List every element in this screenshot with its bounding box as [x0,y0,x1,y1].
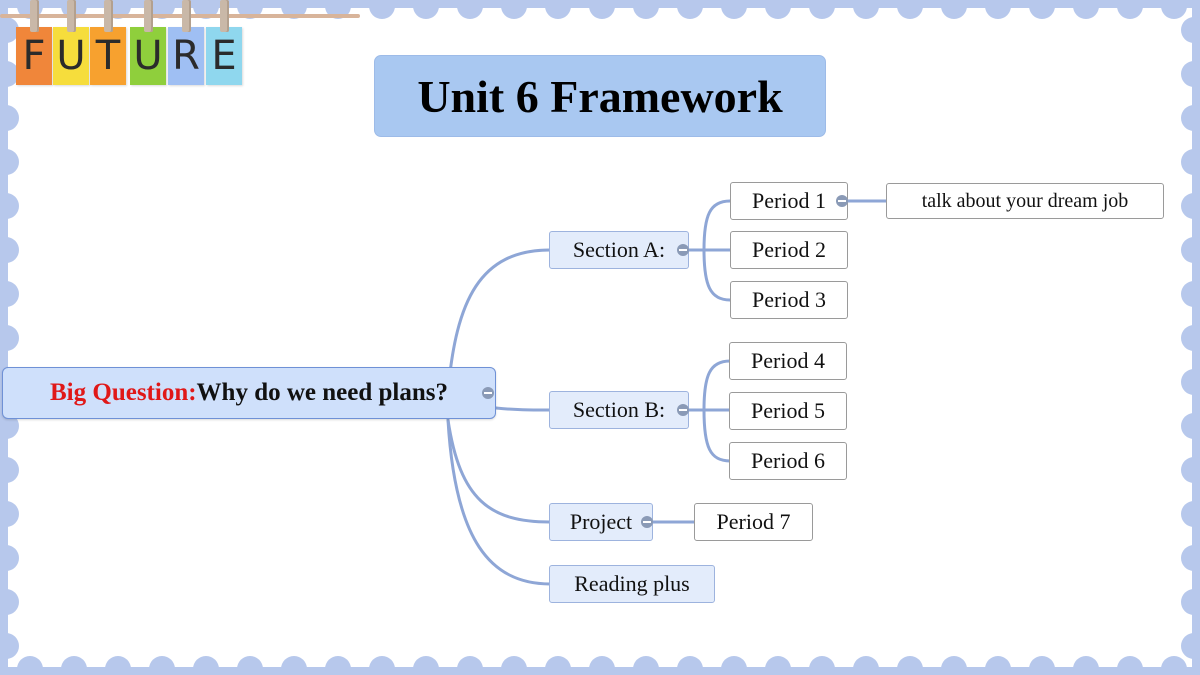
clothespin-icon [220,0,229,32]
connector-line [702,199,732,252]
banner-letter: U [56,33,86,79]
banner-letter-tile: F [16,27,52,85]
period-node[interactable]: Period 4 [729,342,847,380]
banner-letter: T [95,33,121,79]
section-label: Project [569,509,633,534]
banner-letter: U [133,33,163,79]
banner-letter: E [211,33,237,79]
period-node[interactable]: Period 3 [730,281,848,319]
banner-letter: F [22,33,46,79]
banner-letter-tile: U [53,27,89,85]
section-label: Reading plus [574,571,690,596]
period-label: Period 3 [752,287,826,312]
clothespin-icon [144,0,153,32]
period-node[interactable]: Period 1 [730,182,848,220]
clothespin-icon [182,0,191,32]
section-label: Section A: [572,237,666,262]
collapse-icon[interactable] [641,516,653,528]
connector-line [702,359,732,412]
section-b-node[interactable]: Section B: [549,391,689,429]
period-node[interactable]: Period 2 [730,231,848,269]
page-title: Unit 6 Framework [417,70,783,122]
period-node[interactable]: Period 7 [694,503,813,541]
banner-letter-tile: E [206,27,242,85]
section-label: Section B: [572,397,666,422]
period-label: Period 2 [752,237,826,262]
period-label: Period 1 [752,188,826,213]
banner-letter-tile: R [168,27,204,85]
banner-letter: R [172,33,200,79]
detail-label: talk about your dream job [921,189,1129,212]
period-label: Period 5 [751,398,825,423]
banner-letter-tile: U [130,27,166,85]
connector-line [702,248,732,302]
collapse-icon[interactable] [677,244,689,256]
detail-node[interactable]: talk about your dream job [886,183,1164,219]
period-node[interactable]: Period 6 [729,442,847,480]
period-label: Period 4 [751,348,825,373]
clothespin-icon [30,0,39,32]
period-node[interactable]: Period 5 [729,392,847,430]
collapse-icon[interactable] [482,387,494,399]
connector-line [446,418,552,524]
clothespin-icon [104,0,113,32]
connector-line [702,408,732,463]
big-question-text: Why do we need plans? [196,379,448,406]
collapse-icon[interactable] [836,195,848,207]
connector-line [494,406,552,412]
reading-plus-node[interactable]: Reading plus [549,565,715,603]
period-label: Period 6 [751,448,825,473]
period-label: Period 7 [716,509,791,534]
clothespin-icon [67,0,76,32]
big-question-node[interactable]: Big Question:Why do we need plans? [2,367,496,419]
section-a-node[interactable]: Section A: [549,231,689,269]
connector-line [446,418,552,586]
future-banner: F U T U R E [0,0,370,90]
banner-string [0,14,360,18]
project-node[interactable]: Project [549,503,653,541]
banner-letter-tile: T [90,27,126,85]
collapse-icon[interactable] [677,404,689,416]
title-box: Unit 6 Framework [374,55,826,137]
connector-line [446,248,552,394]
big-question-label: Big Question: [50,379,197,406]
